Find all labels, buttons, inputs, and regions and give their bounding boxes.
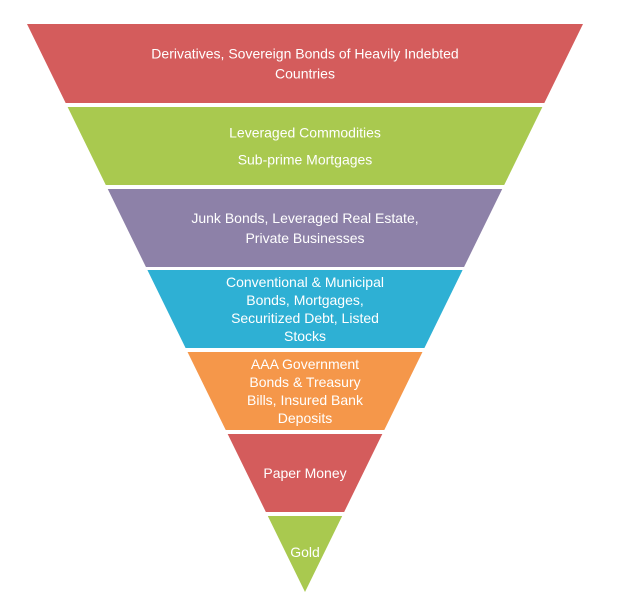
pyramid-layer-label-line: Conventional & Municipal xyxy=(226,274,384,290)
pyramid-layer-label-line: Private Businesses xyxy=(245,230,364,246)
pyramid-layer-label: Paper Money xyxy=(263,465,346,481)
pyramid-layer-shape xyxy=(267,516,343,592)
pyramid-layer-label-line: Leveraged Commodities xyxy=(229,125,381,141)
pyramid-layer-label-line: Sub-prime Mortgages xyxy=(238,152,373,168)
pyramid-layer-1: Derivatives, Sovereign Bonds of Heavily … xyxy=(27,24,583,103)
pyramid-layer-label-line: Junk Bonds, Leveraged Real Estate, xyxy=(191,210,418,226)
pyramid-layer-shape xyxy=(27,24,583,103)
pyramid-layer-label-line: Securitized Debt, Listed xyxy=(231,310,379,326)
pyramid-layer-label: Junk Bonds, Leveraged Real Estate, Privat… xyxy=(191,210,418,246)
pyramid-layer-shape xyxy=(107,189,503,267)
pyramid-layer-label-line: AAA Government xyxy=(251,356,359,372)
pyramid-layer-6: Paper Money xyxy=(227,434,383,512)
pyramid-layer-label-line: Stocks xyxy=(284,328,326,344)
pyramid-layer-label-line: Deposits xyxy=(278,410,332,426)
pyramid-layer-label-line: Paper Money xyxy=(263,465,346,481)
pyramid-layer-label-line: Gold xyxy=(290,544,320,560)
pyramid-layer-shape xyxy=(187,352,423,430)
pyramid-layer-label: Gold xyxy=(290,544,320,560)
pyramid-layer-shape xyxy=(147,270,463,348)
pyramid-layer-label-line: Bonds & Treasury xyxy=(249,374,360,390)
pyramid-layer-label-line: Bonds, Mortgages, xyxy=(246,292,364,308)
pyramid-layer-label: Derivatives, Sovereign Bonds of Heavily … xyxy=(151,46,458,82)
pyramid-layer-3: Junk Bonds, Leveraged Real Estate, Privat… xyxy=(107,189,503,267)
pyramid-layer-label-line: Derivatives, Sovereign Bonds of Heavily … xyxy=(151,46,458,62)
pyramid-layer-shape xyxy=(67,107,543,185)
pyramid-layer-label-line: Countries xyxy=(275,66,335,82)
pyramid-layer-label-line: Bills, Insured Bank xyxy=(247,392,364,408)
pyramid-layer-shape xyxy=(227,434,383,512)
pyramid-layer-7: Gold xyxy=(267,516,343,592)
